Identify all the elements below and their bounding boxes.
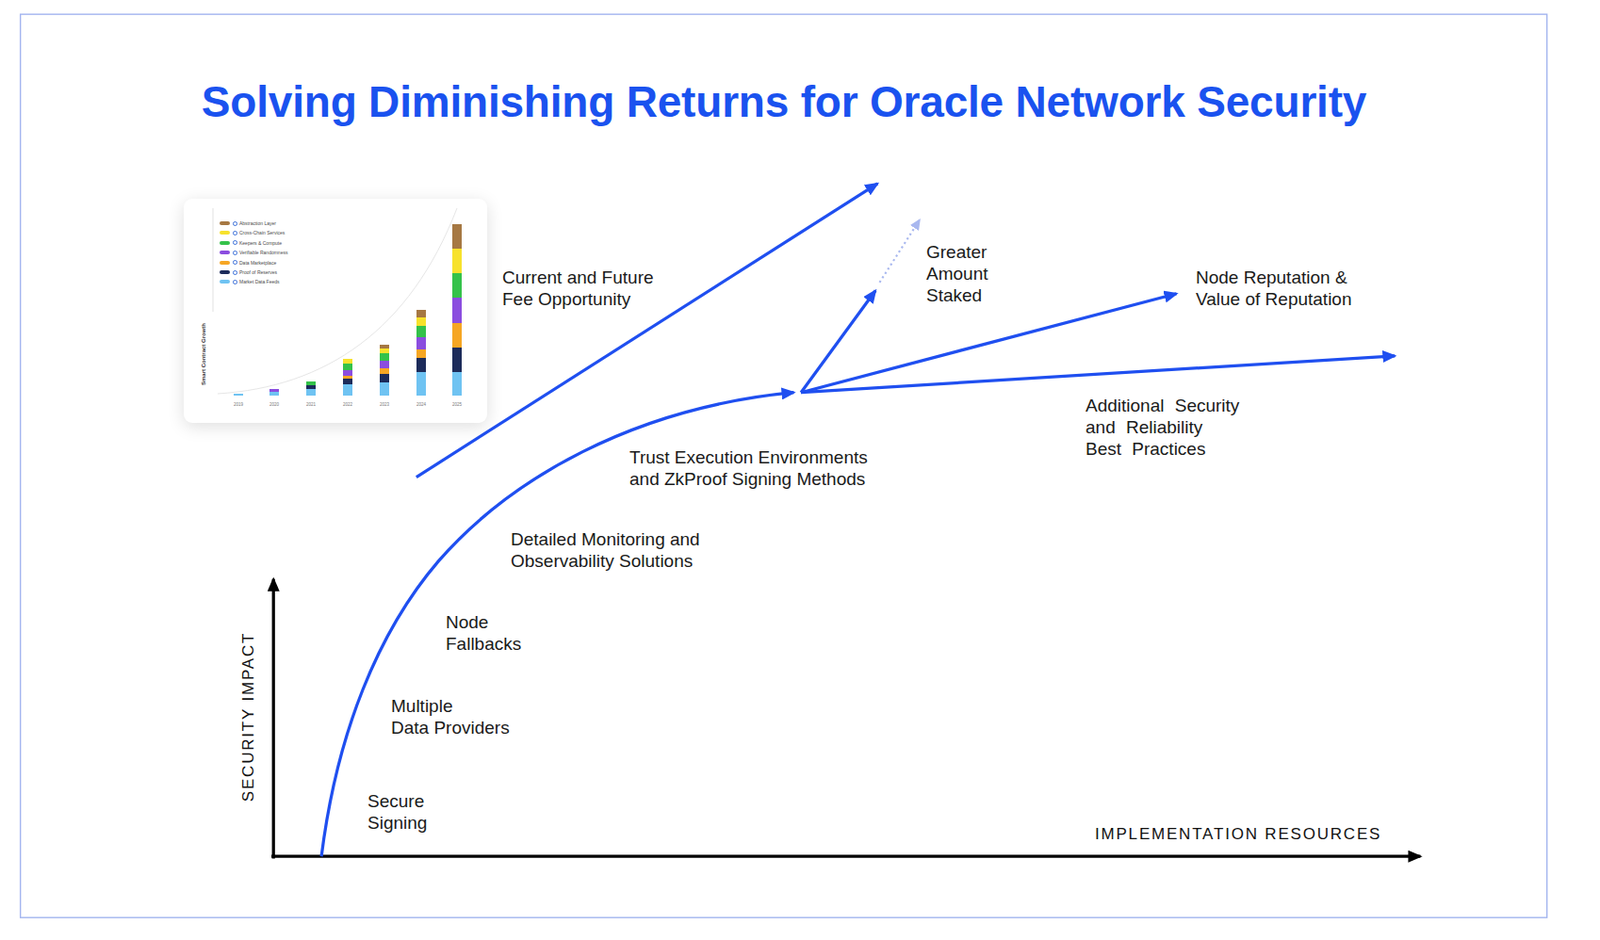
legend-text: Data Marketplace	[239, 260, 277, 266]
axis-label: SECURITY IMPACT	[238, 632, 260, 802]
legend-ring	[232, 240, 238, 245]
step-label: Greater Amount Staked	[926, 241, 1002, 307]
year-label: 2020	[269, 402, 279, 408]
step-label: Additional Security and Reliability Best…	[1085, 394, 1243, 460]
growth-curve	[217, 208, 458, 394]
bar-segment	[379, 348, 390, 354]
inset-axis	[212, 208, 214, 312]
bar-segment	[452, 248, 462, 274]
bar-segment	[416, 337, 426, 350]
bar-segment	[416, 349, 426, 359]
legend-text: Abstraction Layer	[239, 220, 277, 227]
bar-segment	[379, 353, 390, 361]
bar-segment	[452, 347, 462, 373]
bar-segment	[306, 381, 316, 386]
inset-card: Smart Contract Growth 2019 2020 2021 2022 202…	[183, 198, 488, 424]
step-label: Node Fallbacks	[445, 611, 540, 655]
legend-text: Verifiable Randomness	[239, 249, 288, 256]
label-box: Multiple Data Providers	[391, 695, 523, 739]
reputation-arrow	[800, 293, 1177, 393]
legend-text: Cross-Chain Services	[239, 229, 285, 236]
bar-segment	[342, 359, 353, 364]
legend-text: Market Data Feeds	[239, 278, 280, 285]
legend-text: Keepers & Compute	[239, 240, 282, 246]
bar-segment	[416, 310, 426, 318]
legend-ring	[232, 279, 238, 285]
bar-segment	[452, 323, 462, 348]
legend-text: Proof of Reserves	[239, 269, 278, 276]
bar-segment	[269, 389, 279, 392]
frame	[20, 14, 1548, 918]
step-label: Current and Future Fee Opportunity	[502, 266, 672, 311]
year-label: 2022	[342, 402, 353, 408]
year-label: 2019	[233, 402, 244, 408]
label-box: Additional Security and Reliability Best…	[1085, 394, 1243, 460]
legend-swatch	[219, 261, 230, 265]
year-label: 2025	[452, 402, 462, 408]
bar-segment	[379, 368, 390, 375]
bar-segment	[379, 382, 390, 396]
legend-swatch	[219, 270, 230, 275]
label-box: Current and Future Fee Opportunity	[502, 266, 672, 311]
bar-segment	[452, 224, 462, 249]
legend-ring	[232, 270, 238, 276]
bar-segment	[416, 326, 426, 338]
bar-segment	[416, 358, 426, 373]
practices-arrow	[800, 356, 1395, 393]
label-box: Detailed Monitoring and Observability So…	[510, 528, 714, 572]
legend-swatch	[219, 250, 230, 255]
legend-swatch	[219, 241, 230, 245]
x-axis	[271, 855, 1421, 859]
label-box: Greater Amount Staked	[926, 241, 1002, 307]
bar-segment	[379, 344, 390, 349]
year-label: 2021	[306, 402, 316, 408]
label-box: Secure Signing	[367, 790, 443, 834]
stacked-bars	[233, 224, 462, 396]
label-box: Trust Execution Environments and ZkProof…	[629, 446, 884, 490]
bar-segment	[416, 372, 426, 396]
label-box: Node Fallbacks	[445, 611, 540, 655]
bar-segment	[452, 297, 462, 324]
bar-segment	[269, 391, 279, 396]
inset-axis-label: Smart Contract Growth	[200, 323, 208, 386]
bar-segment	[342, 378, 353, 385]
year-label: 2023	[379, 402, 390, 408]
title: Solving Diminishing Returns for Oracle N…	[201, 78, 1367, 126]
legend-swatch	[219, 279, 230, 284]
label-box: Node Reputation & Value of Reputation	[1195, 266, 1361, 311]
bar-segment	[379, 360, 390, 369]
bar-segment	[306, 385, 316, 390]
wrap-spacer	[457, 695, 523, 718]
legend-ring	[232, 230, 238, 236]
dotted-arrow	[879, 220, 919, 283]
bar-segment	[416, 317, 426, 327]
legend-ring	[232, 221, 238, 227]
step-label: Secure Signing	[367, 790, 443, 834]
y-axis	[272, 579, 276, 860]
year-label: 2024	[416, 402, 426, 408]
bar-segment	[452, 372, 462, 396]
legend-swatch	[219, 230, 230, 235]
step-label: Detailed Monitoring and Observability So…	[510, 528, 714, 572]
bar-segment	[342, 375, 353, 379]
bar-segment	[452, 273, 462, 298]
bar-segment	[342, 370, 353, 376]
legend-swatch	[219, 221, 230, 226]
bar-segment	[306, 389, 316, 396]
step-label: Node Reputation & Value of Reputation	[1195, 266, 1361, 311]
axis-label: IMPLEMENTATION RESOURCES	[1094, 824, 1382, 846]
legend-ring	[232, 260, 238, 265]
bar-segment	[233, 393, 244, 396]
step-label: Trust Execution Environments and ZkProof…	[629, 446, 884, 490]
step-label: Multiple Data Providers	[391, 695, 523, 739]
bar-segment	[379, 374, 390, 383]
bar-segment	[342, 384, 353, 396]
bar-segment	[342, 363, 353, 371]
legend-ring	[232, 250, 238, 256]
